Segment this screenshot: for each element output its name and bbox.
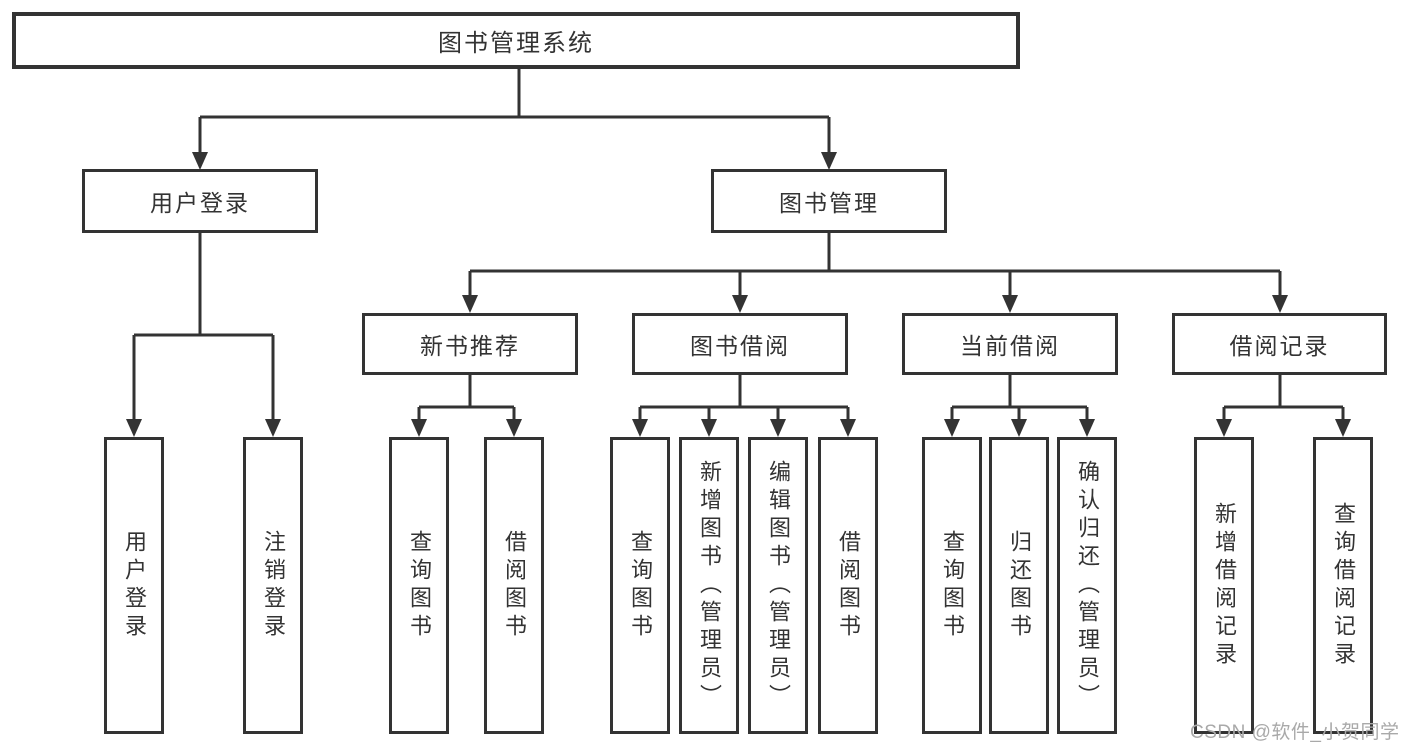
leaf-query-borrow-record: 查询借阅记录: [1313, 437, 1373, 734]
node-borrowing-records: 借阅记录: [1172, 313, 1387, 375]
node-book-borrowing: 图书借阅: [632, 313, 848, 375]
leaf-user-login-label: 用户登录: [122, 529, 147, 642]
leaf-query-books-borrowing-label: 查询图书: [628, 529, 653, 642]
leaf-query-books-borrowing: 查询图书: [610, 437, 670, 734]
csdn-watermark: CSDN @软件_小贺同学: [1190, 722, 1400, 743]
leaf-borrow-books-borrowing: 借阅图书: [818, 437, 878, 734]
node-new-book-recommend: 新书推荐: [362, 313, 578, 375]
leaf-confirm-return-admin: 确认归还（管理员）: [1057, 437, 1117, 734]
node-book-management: 图书管理: [711, 169, 947, 233]
arrowheads: [126, 152, 1351, 437]
leaf-logout-login-label: 注销登录: [261, 529, 286, 642]
leaf-edit-books-admin: 编辑图书（管理员）: [748, 437, 808, 734]
node-current-borrowing: 当前借阅: [902, 313, 1118, 375]
leaf-borrow-books-borrowing-label: 借阅图书: [836, 529, 861, 642]
leaf-user-login: 用户登录: [104, 437, 164, 734]
leaf-query-borrow-record-label: 查询借阅记录: [1331, 501, 1356, 670]
leaf-return-books-label: 归还图书: [1007, 529, 1032, 642]
leaf-add-books-admin-label: 新增图书（管理员）: [697, 459, 722, 712]
leaf-add-books-admin: 新增图书（管理员）: [679, 437, 739, 734]
node-library-system: 图书管理系统: [12, 12, 1020, 69]
leaf-borrow-books-recommend: 借阅图书: [484, 437, 544, 734]
leaf-borrow-books-recommend-label: 借阅图书: [502, 529, 527, 642]
leaf-confirm-return-admin-label: 确认归还（管理员）: [1075, 459, 1100, 712]
leaf-edit-books-admin-label: 编辑图书（管理员）: [766, 459, 791, 712]
leaf-return-books: 归还图书: [989, 437, 1049, 734]
leaf-add-borrow-record: 新增借阅记录: [1194, 437, 1254, 734]
leaf-query-books-current: 查询图书: [922, 437, 982, 734]
leaf-query-books-recommend-label: 查询图书: [407, 529, 432, 642]
leaf-add-borrow-record-label: 新增借阅记录: [1212, 501, 1237, 670]
node-user-login: 用户登录: [82, 169, 318, 233]
leaf-logout-login: 注销登录: [243, 437, 303, 734]
leaf-query-books-recommend: 查询图书: [389, 437, 449, 734]
leaf-query-books-current-label: 查询图书: [940, 529, 965, 642]
